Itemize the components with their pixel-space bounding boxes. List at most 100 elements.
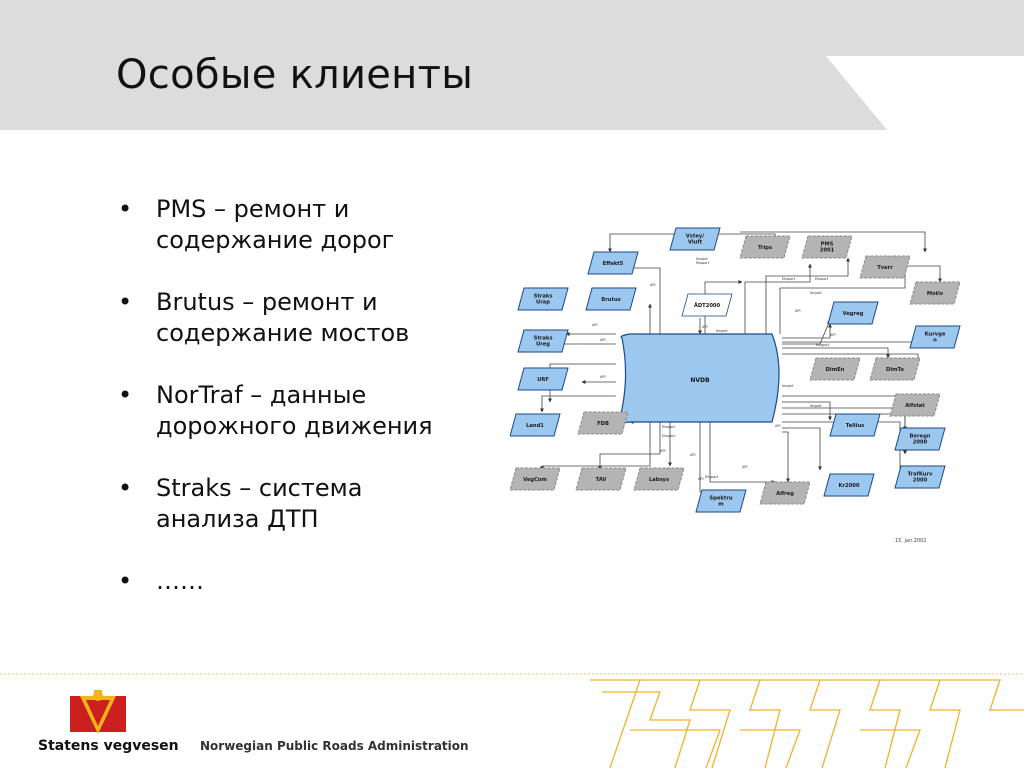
node-label: 2000 — [913, 440, 928, 446]
bullet-item: PMS – ремонт и содержание дорог — [118, 194, 498, 256]
node-label: VegCom — [523, 477, 547, 483]
footer-decoration — [0, 673, 1024, 768]
bullet-item: …… — [118, 566, 498, 597]
bullet-line: содержание мостов — [156, 319, 410, 347]
node-label: Land1 — [526, 423, 544, 429]
bullet-line: дорожного движения — [156, 412, 433, 440]
node-dimto: DimTo — [869, 357, 921, 381]
node-alfreg: Alfreg — [759, 481, 811, 505]
node-label: URF — [537, 377, 549, 383]
svg-text:Import: Import — [696, 257, 708, 261]
org-name-english: Norwegian Public Roads Administration — [200, 739, 469, 753]
svg-text:Eksport: Eksport — [696, 261, 710, 265]
bullet-line: анализа ДТП — [156, 505, 319, 533]
node-label: Alfreg — [776, 491, 794, 497]
svg-text:Eksport: Eksport — [782, 277, 796, 281]
node-tav: TAV — [575, 467, 627, 491]
node-label: Vegreg — [843, 311, 864, 317]
node-vegreg: Vegreg — [827, 301, 879, 325]
node-motiv: Motiv — [909, 281, 961, 305]
bullet-line: PMS – ремонт и — [156, 195, 350, 223]
node-urf: URF — [517, 367, 569, 391]
header-band — [0, 0, 1024, 130]
svg-text:API: API — [660, 449, 666, 453]
node-label: Spektru — [709, 496, 732, 502]
bullet-line: Straks – система — [156, 474, 363, 502]
node-label: Alfstat — [905, 403, 925, 409]
bullet-item: Brutus – ремонт и содержание мостов — [118, 287, 498, 349]
node-vegcom: VegCom — [510, 467, 561, 491]
nvdb-label: NVDB — [690, 377, 710, 384]
svg-text:API: API — [600, 375, 606, 379]
svg-text:API: API — [600, 338, 606, 342]
node-label: Beregn — [910, 434, 931, 440]
svg-text:Import: Import — [716, 329, 728, 333]
slide-title: Особые клиенты — [116, 52, 474, 98]
svg-text:API: API — [742, 465, 748, 469]
node-tverr: Tverr — [859, 255, 911, 279]
node-label: 2000 — [913, 478, 928, 484]
node-vstey: Vstey/Vluft — [669, 227, 721, 251]
statens-vegvesen-logo — [70, 690, 126, 734]
svg-text:API: API — [775, 424, 781, 428]
node-label: Motiv — [927, 291, 944, 297]
architecture-diagram: API API API API API API API API API API … — [510, 227, 961, 544]
bullet-line: Brutus – ремонт и — [156, 288, 378, 316]
node-label: Effekt5 — [603, 261, 624, 267]
svg-text:API: API — [650, 283, 656, 287]
node-label: Straks — [534, 294, 553, 300]
node-adt2000: ÅDT2000 — [681, 293, 733, 317]
node-label: TrafKurv — [908, 472, 933, 478]
node-label: Vstey/ — [686, 234, 704, 240]
bullet-list: PMS – ремонт и содержание дорог Brutus –… — [118, 194, 498, 628]
node-tellius: Tellius — [829, 413, 881, 437]
node-label: ÅDT2000 — [694, 302, 721, 309]
node-label: Tverr — [877, 265, 893, 271]
svg-text:Import: Import — [782, 384, 794, 388]
svg-text:Eksport: Eksport — [662, 434, 676, 438]
svg-text:API: API — [830, 333, 836, 337]
node-label: n — [933, 338, 937, 344]
node-label: TAV — [596, 477, 607, 483]
node-label: Straks — [534, 336, 553, 342]
node-brutus: Brutus — [585, 287, 637, 311]
bullet-line: NorTraf – данные — [156, 381, 367, 409]
bullet-line: …… — [156, 567, 204, 595]
node-labsys: Labsys — [633, 467, 685, 491]
node-label: 2001 — [820, 248, 835, 254]
svg-text:API: API — [795, 309, 801, 313]
bullet-item: Straks – система анализа ДТП — [118, 473, 498, 535]
diagram-nodes: NVDBVstey/VluftTripsPMS2001Effekt5TverrM… — [510, 227, 961, 513]
node-effekt5: Effekt5 — [587, 251, 639, 275]
node-label: FDB — [597, 421, 609, 427]
bullet-item: NorTraf – данные дорожного движения — [118, 380, 498, 442]
node-label: DimEn — [826, 367, 845, 373]
node-dimen: DimEn — [809, 357, 861, 381]
node-fdb: FDB — [577, 411, 629, 435]
nvdb-node: NVDB — [617, 333, 780, 424]
node-kr2000: Kr2000 — [823, 473, 875, 497]
node-label: Kr2000 — [838, 483, 859, 489]
svg-text:Import: Import — [810, 291, 822, 295]
node-label: DimTo — [886, 367, 904, 373]
diagram-date: 15. jan.2002 — [895, 538, 926, 544]
node-label: Brutus — [601, 297, 620, 303]
svg-text:Eksport: Eksport — [816, 343, 830, 347]
svg-text:Eksport: Eksport — [815, 277, 829, 281]
svg-text:API: API — [690, 453, 696, 457]
svg-text:API: API — [698, 477, 704, 481]
svg-text:Import: Import — [810, 404, 822, 408]
node-label: m — [718, 502, 723, 508]
node-label: Tellius — [846, 423, 864, 429]
node-label: Ureg — [536, 342, 550, 348]
org-name: Statens vegvesen — [38, 738, 179, 754]
node-label: Kurvge — [925, 332, 946, 338]
node-label: PMS — [821, 242, 834, 248]
svg-text:Eksport: Eksport — [662, 425, 676, 429]
node-label: Urap — [536, 300, 550, 306]
